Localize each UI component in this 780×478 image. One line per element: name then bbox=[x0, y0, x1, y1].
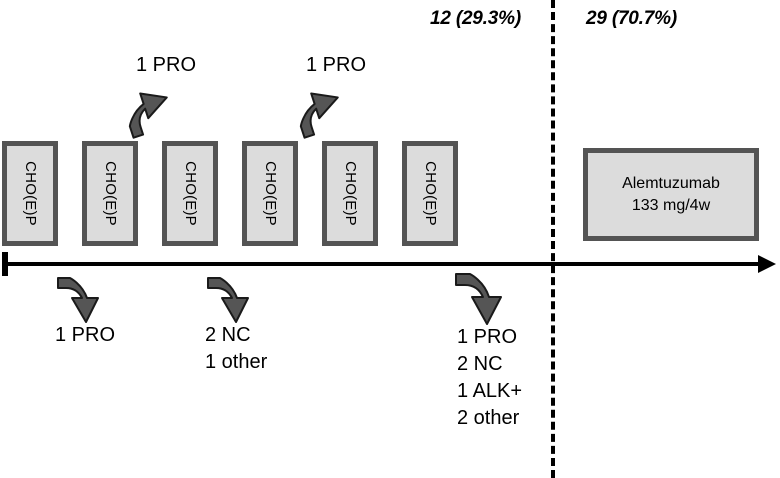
chemo-cycle-label: CHO(E)P bbox=[21, 161, 39, 226]
chemo-cycle-label: CHO(E)P bbox=[421, 161, 439, 226]
timeline-origin-tick bbox=[2, 252, 8, 276]
dropout-line: 2 NC bbox=[457, 353, 503, 375]
down-arrow-icon bbox=[57, 277, 99, 323]
up-arrow-icon bbox=[128, 92, 168, 139]
dropout-annotation-group: 2 NC 1 other bbox=[205, 322, 267, 376]
chemo-cycle-label: CHO(E)P bbox=[101, 161, 119, 226]
dropout-line: 1 PRO bbox=[457, 326, 518, 348]
left-group-count: 12 (29.3%) bbox=[430, 8, 521, 29]
above-annotation-label: 1 PRO bbox=[136, 54, 197, 76]
chemo-cycle-box: CHO(E)P bbox=[242, 141, 298, 246]
chemo-cycle-label: CHO(E)P bbox=[341, 161, 359, 226]
down-arrow-icon bbox=[455, 273, 502, 325]
chemo-cycle-label: CHO(E)P bbox=[261, 161, 279, 226]
down-arrow-icon bbox=[207, 277, 249, 323]
chemo-cycle-box: CHO(E)P bbox=[2, 141, 58, 246]
dropout-line: 1 ALK+ bbox=[457, 380, 523, 402]
dropout-annotation-group: 1 PRO 2 NC 1 ALK+ 2 other bbox=[457, 324, 522, 432]
maintenance-drug-label: Alemtuzumab bbox=[622, 174, 720, 192]
dropout-line: 1 other bbox=[205, 351, 268, 373]
above-annotation-label: 1 PRO bbox=[306, 54, 367, 76]
chemo-cycle-box: CHO(E)P bbox=[322, 141, 378, 246]
dropout-annotation-group: 1 PRO bbox=[55, 322, 115, 349]
dropout-line: 1 PRO bbox=[55, 324, 116, 346]
maintenance-dose-label: 133 mg/4w bbox=[631, 196, 711, 214]
maintenance-therapy-box: Alemtuzumab 133 mg/4w bbox=[583, 148, 759, 241]
dropout-line: 2 NC bbox=[205, 324, 251, 346]
timeline-arrowhead-icon bbox=[758, 255, 776, 273]
phase-divider-dashed-line bbox=[551, 0, 555, 478]
right-group-count: 29 (70.7%) bbox=[586, 8, 677, 29]
chemo-cycle-label: CHO(E)P bbox=[181, 161, 199, 226]
timeline-axis bbox=[4, 262, 766, 266]
up-arrow-icon bbox=[299, 92, 339, 139]
chemo-cycle-box: CHO(E)P bbox=[402, 141, 458, 246]
chemo-cycle-box: CHO(E)P bbox=[162, 141, 218, 246]
dropout-line: 2 other bbox=[457, 407, 520, 429]
chemo-cycle-box: CHO(E)P bbox=[82, 141, 138, 246]
